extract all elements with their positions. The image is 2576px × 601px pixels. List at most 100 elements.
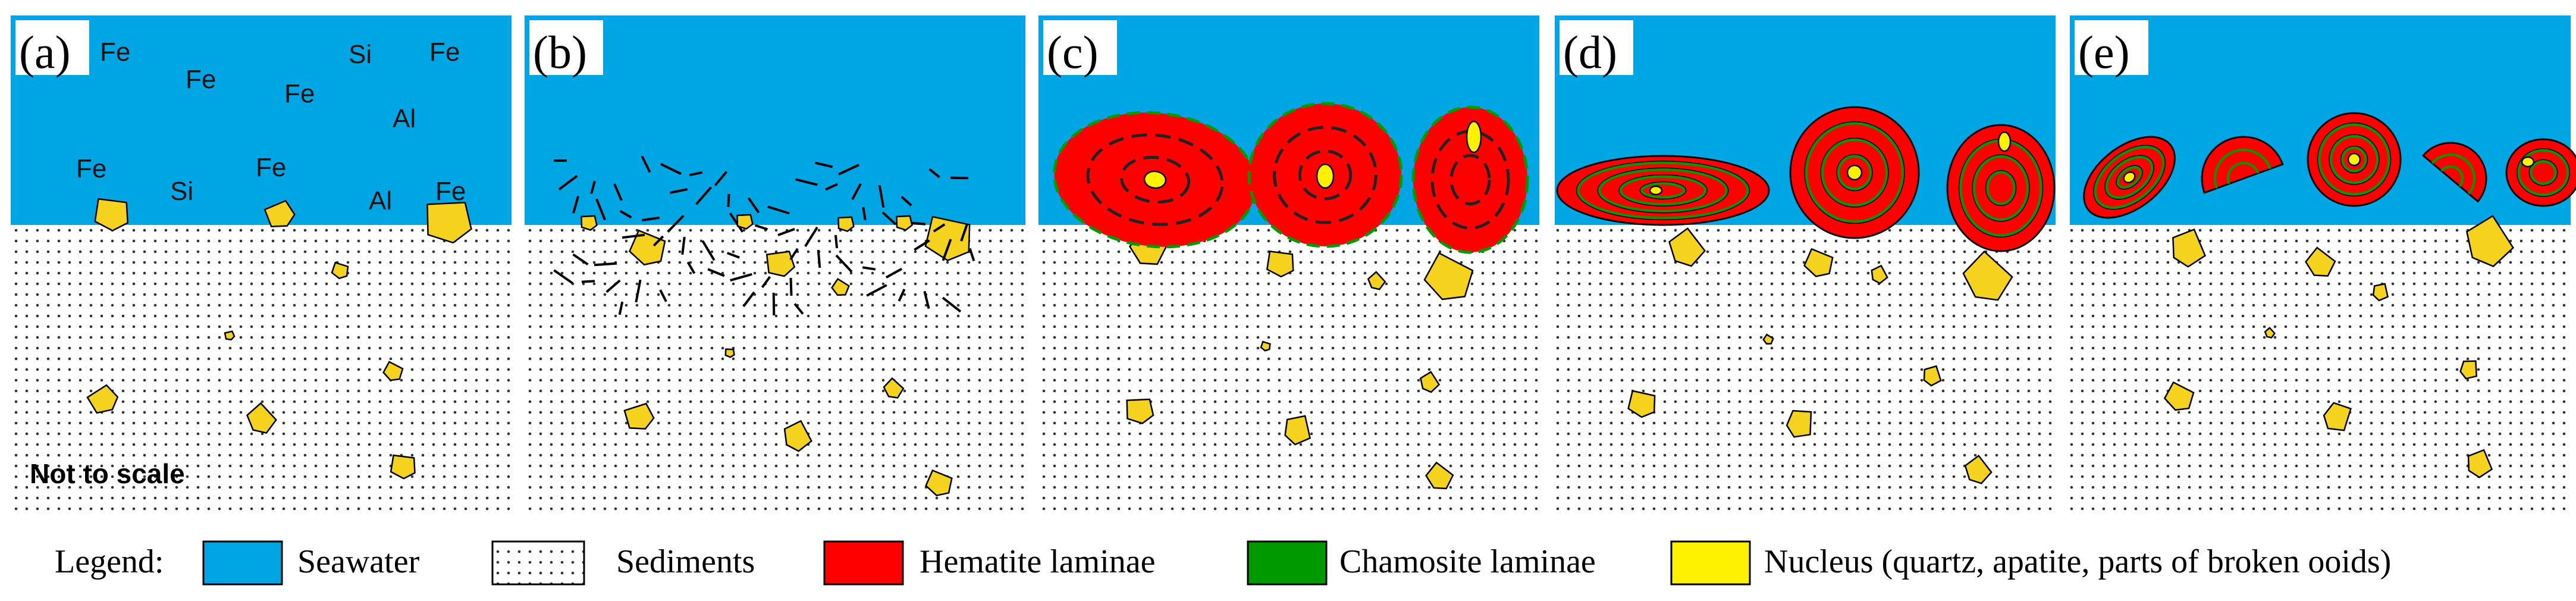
chamosite-lamina: [2318, 123, 2390, 196]
nucleus-grain: [426, 202, 472, 244]
nucleus-grain: [1423, 252, 1474, 300]
ooid: [1556, 155, 1770, 226]
flake: [754, 224, 768, 231]
flake: [667, 214, 685, 233]
ooid-nucleus: [2347, 152, 2361, 167]
ooid: [2083, 136, 2176, 219]
ooid: [2505, 138, 2576, 207]
flake: [789, 248, 799, 261]
nucleus-grain: [2372, 283, 2389, 302]
chamosite-lamina: [2517, 149, 2569, 196]
flake: [814, 161, 833, 168]
hematite-lamina: [1946, 124, 2056, 252]
ooid-nucleus: [1997, 131, 2012, 152]
chamosite-lamina: [1821, 139, 1888, 206]
nucleus-grain: [1962, 250, 2013, 301]
flake: [900, 196, 912, 206]
chamosite-lamina: [1619, 175, 1707, 206]
nucleus-grain: [1419, 371, 1441, 393]
flake: [878, 184, 885, 208]
nucleus-grain: [2323, 402, 2352, 431]
nucleus-grain: [925, 469, 953, 497]
growing-ooids: [1053, 102, 1529, 254]
legend-swatch-seawater: [202, 540, 283, 586]
seawater-layer: [11, 15, 512, 225]
flake: [605, 279, 621, 293]
nucleus-grain: [1803, 248, 1834, 277]
flake: [681, 236, 686, 255]
nucleus-grain: [1260, 340, 1271, 352]
flake: [727, 193, 730, 208]
ooid: [1946, 124, 2056, 252]
element-label: Al: [393, 104, 416, 133]
nucleus-grain: [837, 216, 855, 232]
flake: [618, 301, 624, 315]
flake: [701, 240, 716, 261]
lamina-outline: [1639, 181, 1687, 200]
flake: [641, 155, 651, 173]
lamina-outline: [2329, 134, 2380, 185]
chamosite-lamina: [1640, 182, 1686, 199]
nucleus-grain: [390, 454, 416, 480]
flake: [689, 171, 703, 177]
nucleus-grain: [1126, 398, 1154, 424]
seawater-layer: [525, 15, 1025, 225]
hematite-lamina: [1556, 155, 1770, 226]
ooid-nucleus: [1846, 164, 1863, 181]
ooid: [1247, 102, 1403, 248]
flake: [595, 198, 606, 221]
panel-label: (c): [1047, 26, 1099, 78]
nucleus-grain: [1627, 390, 1656, 418]
nucleus-grain: [1266, 251, 1294, 278]
lamina-outline: [2528, 159, 2558, 186]
nucleus-grain: [94, 198, 128, 232]
chamosite-lamina: [2330, 135, 2379, 184]
panel-contents: [86, 102, 2576, 497]
legend-swatch-nucleus: [1670, 540, 1751, 586]
lamina-outline: [1985, 170, 2017, 206]
element-label: Si: [349, 40, 372, 69]
legend-swatch-hematite: [823, 540, 904, 586]
nucleus-grain: [1964, 455, 1993, 484]
chamosite-lamina: [1577, 161, 1749, 220]
flake: [793, 303, 804, 315]
lamina-outline: [1618, 174, 1708, 206]
nucleus-grain: [783, 420, 812, 452]
nucleus-grain: [1786, 409, 1812, 438]
flake: [553, 269, 573, 284]
dissolved-elements: Fe Fe Fe Si Fe Al Fe Si Fe Al Fe: [76, 37, 466, 215]
flake: [707, 268, 725, 277]
chamosite-lamina: [1298, 149, 1353, 201]
nucleus-grain: [1367, 271, 1386, 290]
sediment-grains: [623, 215, 971, 497]
lamina-outline: [2093, 145, 2166, 210]
flake: [942, 239, 952, 261]
nucleus-grain: [263, 199, 296, 227]
chamosite-lamina: [1973, 155, 2029, 221]
nucleus-grain: [1871, 264, 1888, 284]
panel-label-box: [15, 20, 89, 75]
flake: [885, 267, 903, 279]
flake: [652, 235, 664, 247]
lamina-outline: [2340, 145, 2368, 174]
lamina-outline: [1820, 137, 1889, 208]
flake: [659, 289, 667, 302]
panel-label-box: [1043, 20, 1117, 75]
flake: [795, 178, 818, 186]
lamina-outline: [1597, 167, 1729, 214]
nucleus-grain: [883, 377, 905, 399]
flake: [933, 223, 946, 233]
flake: [635, 279, 642, 303]
panel-label-box: [1560, 20, 1633, 75]
nucleus-grain: [765, 251, 796, 277]
flake: [669, 188, 688, 194]
flake: [714, 171, 728, 186]
chamosite-lamina: [2530, 160, 2557, 185]
flake: [851, 183, 862, 201]
nucleus-grain: [1425, 461, 1454, 490]
nucleus-grain: [2172, 228, 2207, 268]
element-label: Fe: [186, 65, 216, 94]
nucleus-grain: [1668, 227, 1706, 267]
element-label: Fe: [256, 153, 286, 182]
